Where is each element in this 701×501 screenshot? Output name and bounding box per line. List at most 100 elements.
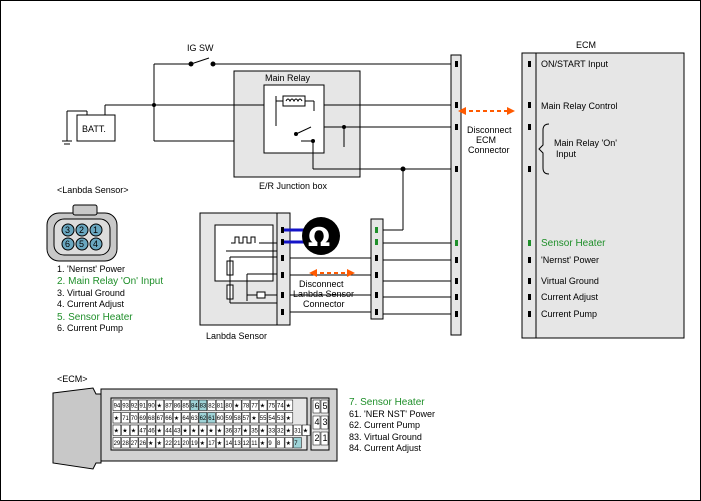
ecm-pin-number: ★ (200, 428, 205, 435)
ecm-pin-number: 9 (268, 441, 272, 447)
battery-label: BATT. (82, 124, 106, 134)
ecm-pin-cell (276, 399, 285, 411)
ecm-right-pin-cell (312, 399, 321, 414)
ecm-pin-number: ★ (122, 428, 127, 435)
ecm-pin-number: 82 (208, 404, 215, 410)
lambda-disconnect-connector (370, 218, 384, 320)
lambda-connector-face (46, 204, 118, 262)
ecm-pin-virtual-ground: Virtual Ground (541, 276, 599, 286)
ecm-pin-number: 44 (165, 429, 172, 435)
ecm-pin-number: 36 (225, 429, 232, 435)
ecm-pin-number: 69 (139, 416, 146, 422)
ig-switch (153, 57, 456, 141)
junction-box-label: E/R Junction box (259, 181, 328, 191)
ecm-pin-cell (215, 412, 225, 424)
ecm-pin-cell (112, 437, 122, 449)
ecm-pin-number: ★ (217, 428, 222, 435)
ecm-right-pin-number: 5 (323, 401, 328, 411)
ecm-pin-number: 87 (165, 404, 172, 410)
ecm-pin-number: 46 (148, 429, 155, 435)
ecm-pin-number: ★ (243, 428, 248, 435)
ecm-pin-cell (155, 412, 165, 424)
ecm-pin-cell (233, 399, 242, 411)
ecm-connector-pin-61: 61. 'NER NST' Power (349, 409, 435, 419)
ecm-pin-number: 83 (200, 404, 207, 410)
ecm-pin-number: 7 (294, 441, 298, 447)
ecm-disconnect-connector (450, 54, 462, 336)
ecm-pin-cell (215, 399, 225, 411)
ecm-pin-cell (224, 399, 233, 411)
ecm-pin-number: 29 (114, 441, 121, 447)
ecm-pin-number: ★ (157, 428, 162, 435)
ecm-pin-number: 35 (251, 429, 258, 435)
ecm-pin-number: 93 (122, 404, 129, 410)
ecm-pin-cell (215, 424, 225, 436)
ecm-pin-cell (121, 412, 130, 424)
ecm-pin-cell (258, 424, 268, 436)
ecm-pin-number: 77 (251, 404, 258, 410)
ecm-pin-cell (250, 437, 259, 449)
ecm-pin-cell (250, 399, 259, 411)
ecm-pin-cell (121, 424, 130, 436)
ecm-pin-cell (121, 399, 130, 411)
connector-pin-num: 4 (93, 239, 98, 249)
ecm-right-pin-cell (320, 399, 329, 414)
ecm-right-pin-cell (312, 431, 321, 446)
ecm-pin-number: 90 (148, 404, 155, 410)
ecm-pin-nernst-power: 'Nernst' Power (541, 255, 599, 265)
ecm-pin-number: ★ (303, 428, 308, 435)
ecm-right-pin-number: 1 (323, 433, 328, 443)
ecm-pin-cell (121, 437, 130, 449)
ecm-pin-cell (224, 437, 233, 449)
ecm-pin-cell (267, 412, 276, 424)
ecm-pin-number: 14 (225, 441, 232, 447)
lambda-pin-2: 2. Main Relay 'On' Input (57, 276, 163, 287)
ecm-pin-number: 64 (182, 416, 189, 422)
ecm-connector-pin-7: 7. Sensor Heater (349, 397, 425, 408)
ecm-right-pin-cell (320, 415, 329, 430)
ecm-pin-current-adjust: Current Adjust (541, 292, 599, 302)
ecm-pin-number: ★ (114, 428, 119, 435)
ecm-pin-number: 32 (277, 429, 284, 435)
ecm-pin-number: 20 (182, 441, 189, 447)
ecm-pin-cell (181, 437, 190, 449)
ecm-pin-number: ★ (251, 415, 256, 422)
ecm-pin-cell (267, 399, 276, 411)
connector-pin-num: 5 (79, 239, 84, 249)
ecm-pin-cell (258, 437, 268, 449)
ecm-pin-cell (181, 412, 190, 424)
ecm-pin-cell (181, 399, 190, 411)
ecm-pin-number: 47 (139, 429, 146, 435)
ecm-pin-number: 78 (243, 404, 250, 410)
ecm-pin-cell (147, 399, 156, 411)
ecm-pin-on-start: ON/START Input (541, 59, 609, 69)
main-relay-label: Main Relay (265, 73, 311, 83)
ecm-pin-number: 61 (208, 416, 215, 422)
ecm-pin-cell (164, 424, 173, 436)
ecm-pin-cell (233, 412, 242, 424)
ecm-pin-cell (233, 424, 242, 436)
ecm-connector-pin-83: 83. Virtual Ground (349, 432, 422, 442)
ecm-pin-cell (198, 437, 208, 449)
disconnect-ecm-line3: Connector (468, 145, 510, 155)
ecm-pin-main-relay-on: Main Relay 'On' (554, 138, 617, 148)
disconnect-lambda-line3: Connector (303, 299, 345, 309)
ecm-pin-cell (284, 412, 294, 424)
lambda-pin-4: 4. Current Adjust (57, 299, 125, 309)
ecm-pin-number: ★ (157, 440, 162, 447)
ecm-pin-number: 85 (182, 404, 189, 410)
relay-coil-icon (285, 98, 303, 103)
disconnect-ecm-line1: Disconnect (467, 125, 512, 135)
lambda-pin-3: 3. Virtual Ground (57, 288, 125, 298)
battery-symbol (62, 104, 154, 145)
lambda-pin-6: 6. Current Pump (57, 323, 123, 333)
ecm-pin-cell (293, 424, 302, 436)
ecm-pin-cell (172, 399, 182, 411)
ecm-pin-number: ★ (174, 415, 179, 422)
disconnect-ecm-line2: ECM (476, 135, 496, 145)
connector-pin-num: 2 (79, 225, 84, 235)
ecm-pin-number: ★ (286, 403, 291, 410)
ecm-pin-number: 55 (260, 416, 267, 422)
ecm-pin-cell (138, 412, 147, 424)
